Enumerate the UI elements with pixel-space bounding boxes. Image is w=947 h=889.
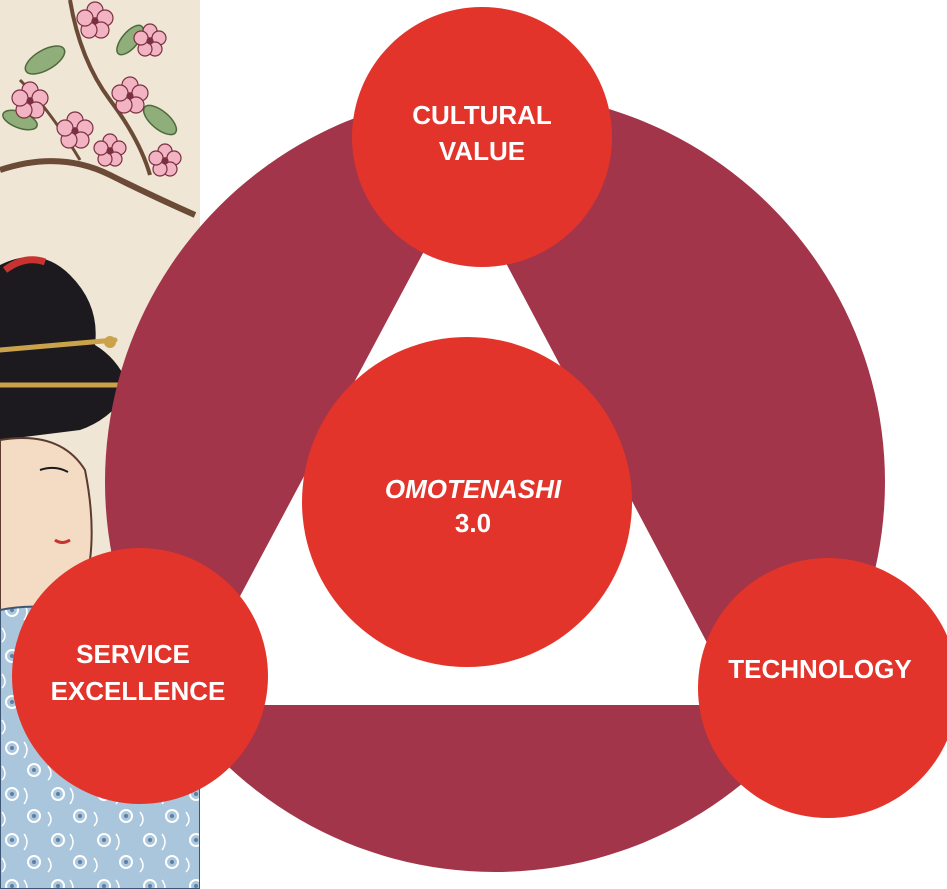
service-excellence-label-line2: EXCELLENCE [51, 676, 226, 706]
technology-node: TECHNOLOGY [698, 558, 947, 818]
cultural-value-node: CULTURAL VALUE [352, 7, 612, 267]
service-excellence-node: SERVICE EXCELLENCE [12, 548, 268, 804]
center-node: OMOTENASHI 3.0 [302, 337, 632, 667]
cherry-blossoms [11, 1, 182, 177]
center-version: 3.0 [455, 508, 491, 538]
cultural-value-label-line1: CULTURAL [412, 100, 552, 130]
service-excellence-label-line1: SERVICE [76, 639, 190, 669]
cherry-branch [0, 158, 197, 218]
technology-label: TECHNOLOGY [728, 654, 911, 684]
hair-pins [0, 337, 128, 388]
center-title: OMOTENASHI [385, 474, 562, 504]
cultural-value-label-line2: VALUE [439, 136, 525, 166]
geisha-hair [0, 257, 130, 440]
outer-ring [104, 92, 885, 872]
